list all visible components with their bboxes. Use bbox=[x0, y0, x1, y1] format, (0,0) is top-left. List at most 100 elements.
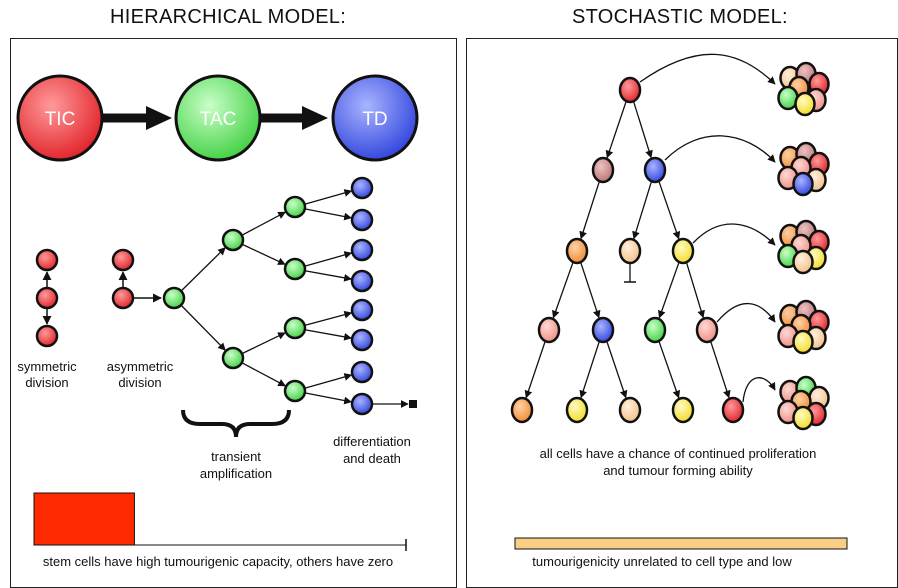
tumour-cluster bbox=[777, 375, 830, 431]
blue-cell bbox=[792, 171, 814, 197]
yellow-cell bbox=[792, 329, 814, 355]
differentiation-label-1: differentiation bbox=[333, 434, 411, 449]
asymmetric-label-1: asymmetric bbox=[107, 359, 174, 374]
td-cell bbox=[350, 298, 374, 322]
death-marker bbox=[409, 400, 417, 408]
asymmetric-division: asymmetric division bbox=[107, 248, 174, 390]
lineage-arrow bbox=[579, 341, 600, 399]
proliferation-arrow bbox=[742, 377, 776, 403]
peach-cell bbox=[618, 396, 642, 424]
big-arrow-tic-tac bbox=[103, 106, 172, 130]
red-cell bbox=[721, 396, 745, 424]
hierarchical-diagram: TIC TAC TD symmetric division asymmetric bbox=[16, 74, 419, 569]
yellow-cell bbox=[792, 405, 814, 431]
blue-cell bbox=[643, 156, 667, 184]
transient-amplification-tree bbox=[162, 176, 417, 416]
mauve-cell bbox=[591, 156, 615, 184]
td-cell bbox=[350, 392, 374, 416]
stochastic-caption-bottom: tumourigenicity unrelated to cell type a… bbox=[532, 554, 792, 569]
proliferation-arrow bbox=[716, 302, 776, 323]
td-cell bbox=[350, 208, 374, 232]
differentiation-arrow bbox=[304, 310, 353, 327]
tac-arrow bbox=[180, 247, 226, 292]
orange-cell bbox=[510, 396, 534, 424]
symmetric-label-2: division bbox=[25, 375, 68, 390]
symmetric-label-1: symmetric bbox=[17, 359, 77, 374]
lineage-arrow bbox=[605, 101, 627, 159]
differentiation-arrow bbox=[304, 189, 353, 205]
differentiation-label-2: and death bbox=[343, 451, 401, 466]
tac-cell bbox=[162, 286, 186, 310]
td-cell bbox=[350, 328, 374, 352]
transient-brace: transient amplification bbox=[181, 409, 291, 481]
stochastic-caption-1: all cells have a chance of continued pro… bbox=[540, 446, 817, 461]
green-cell bbox=[643, 316, 667, 344]
tac-cell bbox=[221, 346, 245, 370]
tac-cell bbox=[221, 228, 245, 252]
tac-arrow bbox=[241, 362, 286, 387]
tac-cell bbox=[283, 257, 307, 281]
td-cell bbox=[350, 238, 374, 262]
lineage-arrow bbox=[524, 341, 546, 399]
td-cell bbox=[350, 176, 374, 200]
orange-cell bbox=[565, 237, 589, 265]
tumour-cluster bbox=[777, 219, 830, 275]
td-label: TD bbox=[362, 109, 387, 130]
tac-arrow bbox=[180, 304, 226, 351]
tumourigenic-capacity-bar: stem cells have high tumourigenic capaci… bbox=[33, 492, 407, 569]
stochastic-diagram: all cells have a chance of continued pro… bbox=[510, 53, 848, 569]
tumour-clusters bbox=[777, 61, 830, 431]
differentiation-arrow bbox=[304, 373, 353, 389]
lineage-arrow bbox=[552, 262, 574, 319]
differentiation-arrow bbox=[304, 270, 352, 282]
tumour-cluster bbox=[777, 141, 830, 197]
yellow-cell bbox=[671, 396, 695, 424]
stochastic-tree bbox=[510, 53, 776, 424]
tac-arrow bbox=[241, 243, 286, 265]
proliferation-arrow bbox=[664, 135, 776, 163]
yellow-cell bbox=[671, 237, 695, 265]
lineage-arrow bbox=[632, 181, 653, 240]
tic-cell: TIC bbox=[16, 74, 104, 162]
differentiation-arrow bbox=[304, 251, 353, 267]
lineage-arrow bbox=[685, 262, 705, 319]
big-arrow-tac-td bbox=[261, 106, 328, 130]
lineage-arrow bbox=[580, 262, 601, 319]
td-cell bbox=[350, 360, 374, 384]
tac-label: TAC bbox=[200, 109, 237, 130]
hierarchical-caption: stem cells have high tumourigenic capaci… bbox=[43, 554, 393, 569]
peach-cell bbox=[618, 237, 642, 265]
pink-cell bbox=[537, 316, 561, 344]
differentiation-arrow bbox=[304, 392, 352, 405]
lineage-arrow bbox=[658, 341, 681, 399]
lineage-arrow bbox=[658, 181, 681, 240]
peach-cell bbox=[792, 249, 814, 275]
lineage-arrow bbox=[579, 181, 600, 240]
transient-label-2: amplification bbox=[200, 466, 272, 481]
stochastic-model-title: STOCHASTIC MODEL: bbox=[572, 6, 788, 28]
lineage-arrow bbox=[632, 101, 653, 159]
tac-cell bbox=[283, 195, 307, 219]
tumour-cluster bbox=[777, 299, 830, 355]
lineage-arrow bbox=[710, 341, 731, 399]
differentiation-arrow bbox=[304, 208, 352, 221]
stochastic-capacity-bar bbox=[514, 537, 848, 550]
tac-cell bbox=[283, 316, 307, 340]
proliferation-arrow bbox=[639, 53, 776, 85]
lineage-arrow bbox=[606, 341, 628, 399]
yellow-cell bbox=[794, 91, 816, 117]
symmetric-division: symmetric division bbox=[17, 248, 77, 390]
pink-cell bbox=[695, 316, 719, 344]
stochastic-caption-2: and tumour forming ability bbox=[603, 463, 753, 478]
tac-arrow bbox=[241, 211, 286, 236]
proliferation-arrow bbox=[692, 223, 776, 246]
tic-label: TIC bbox=[45, 109, 76, 130]
yellow-cell bbox=[565, 396, 589, 424]
red-cell bbox=[618, 76, 642, 104]
tac-cell bbox=[283, 379, 307, 403]
blue-cell bbox=[591, 316, 615, 344]
tac-arrow bbox=[241, 332, 286, 355]
td-cell bbox=[350, 269, 374, 293]
asymmetric-label-2: division bbox=[118, 375, 161, 390]
